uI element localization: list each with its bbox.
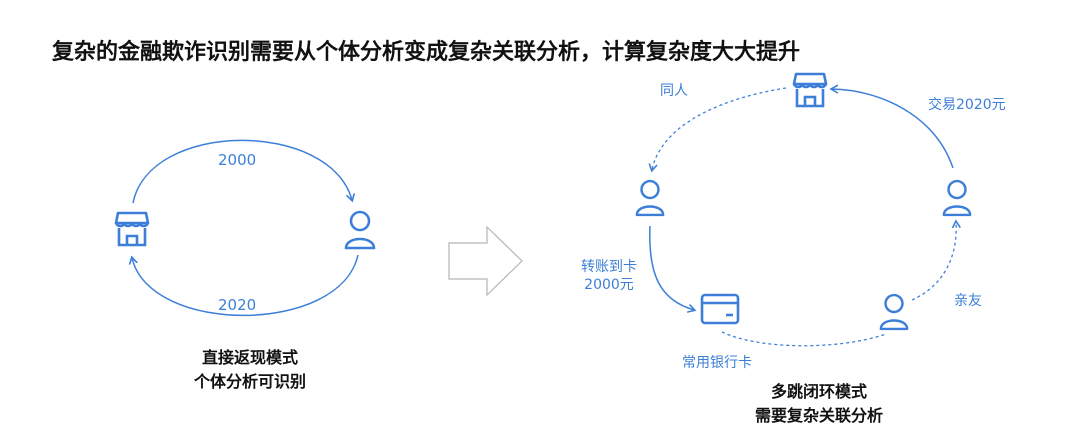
right-caption: 多跳闭环模式 需要复杂关联分析: [724, 380, 914, 428]
person-icon: [635, 179, 665, 217]
left-caption-line2: 个体分析可识别: [193, 372, 306, 391]
left-bottom-amount: 2020: [218, 296, 257, 314]
left-top-amount: 2000: [218, 151, 257, 169]
person-icon: [942, 179, 972, 217]
page-title: 复杂的金融欺诈识别需要从个体分析变成复杂关联分析，计算复杂度大大提升: [52, 40, 801, 65]
left-caption: 直接返现模式 个体分析可识别: [150, 346, 350, 394]
person-icon: [344, 210, 376, 250]
label-transfer-line1: 转账到卡: [581, 259, 637, 275]
left-top-arc: [132, 139, 352, 204]
edge-transaction: [832, 89, 954, 169]
edge-same-person: [652, 87, 787, 170]
left-caption-line1: 直接返现模式: [201, 348, 298, 367]
person-icon: [879, 293, 909, 331]
label-common-card: 常用银行卡: [682, 355, 752, 371]
right-caption-line2: 需要复杂关联分析: [754, 406, 883, 425]
edge-transfer: [649, 225, 694, 310]
label-transfer-line2: 2000元: [584, 277, 634, 293]
edge-common-card: [721, 331, 887, 347]
bank-card-icon: [700, 293, 740, 325]
left-bottom-arc: [132, 254, 359, 317]
right-caption-line1: 多跳闭环模式: [770, 382, 867, 401]
label-relative: 亲友: [954, 293, 982, 309]
transition-arrow: [448, 225, 523, 297]
label-transfer: 转账到卡 2000元: [574, 258, 644, 294]
store-icon: [792, 72, 828, 108]
store-icon: [114, 211, 150, 247]
label-transaction: 交易2020元: [928, 97, 1006, 113]
label-same-person: 同人: [660, 83, 688, 99]
edge-relative: [911, 222, 956, 301]
